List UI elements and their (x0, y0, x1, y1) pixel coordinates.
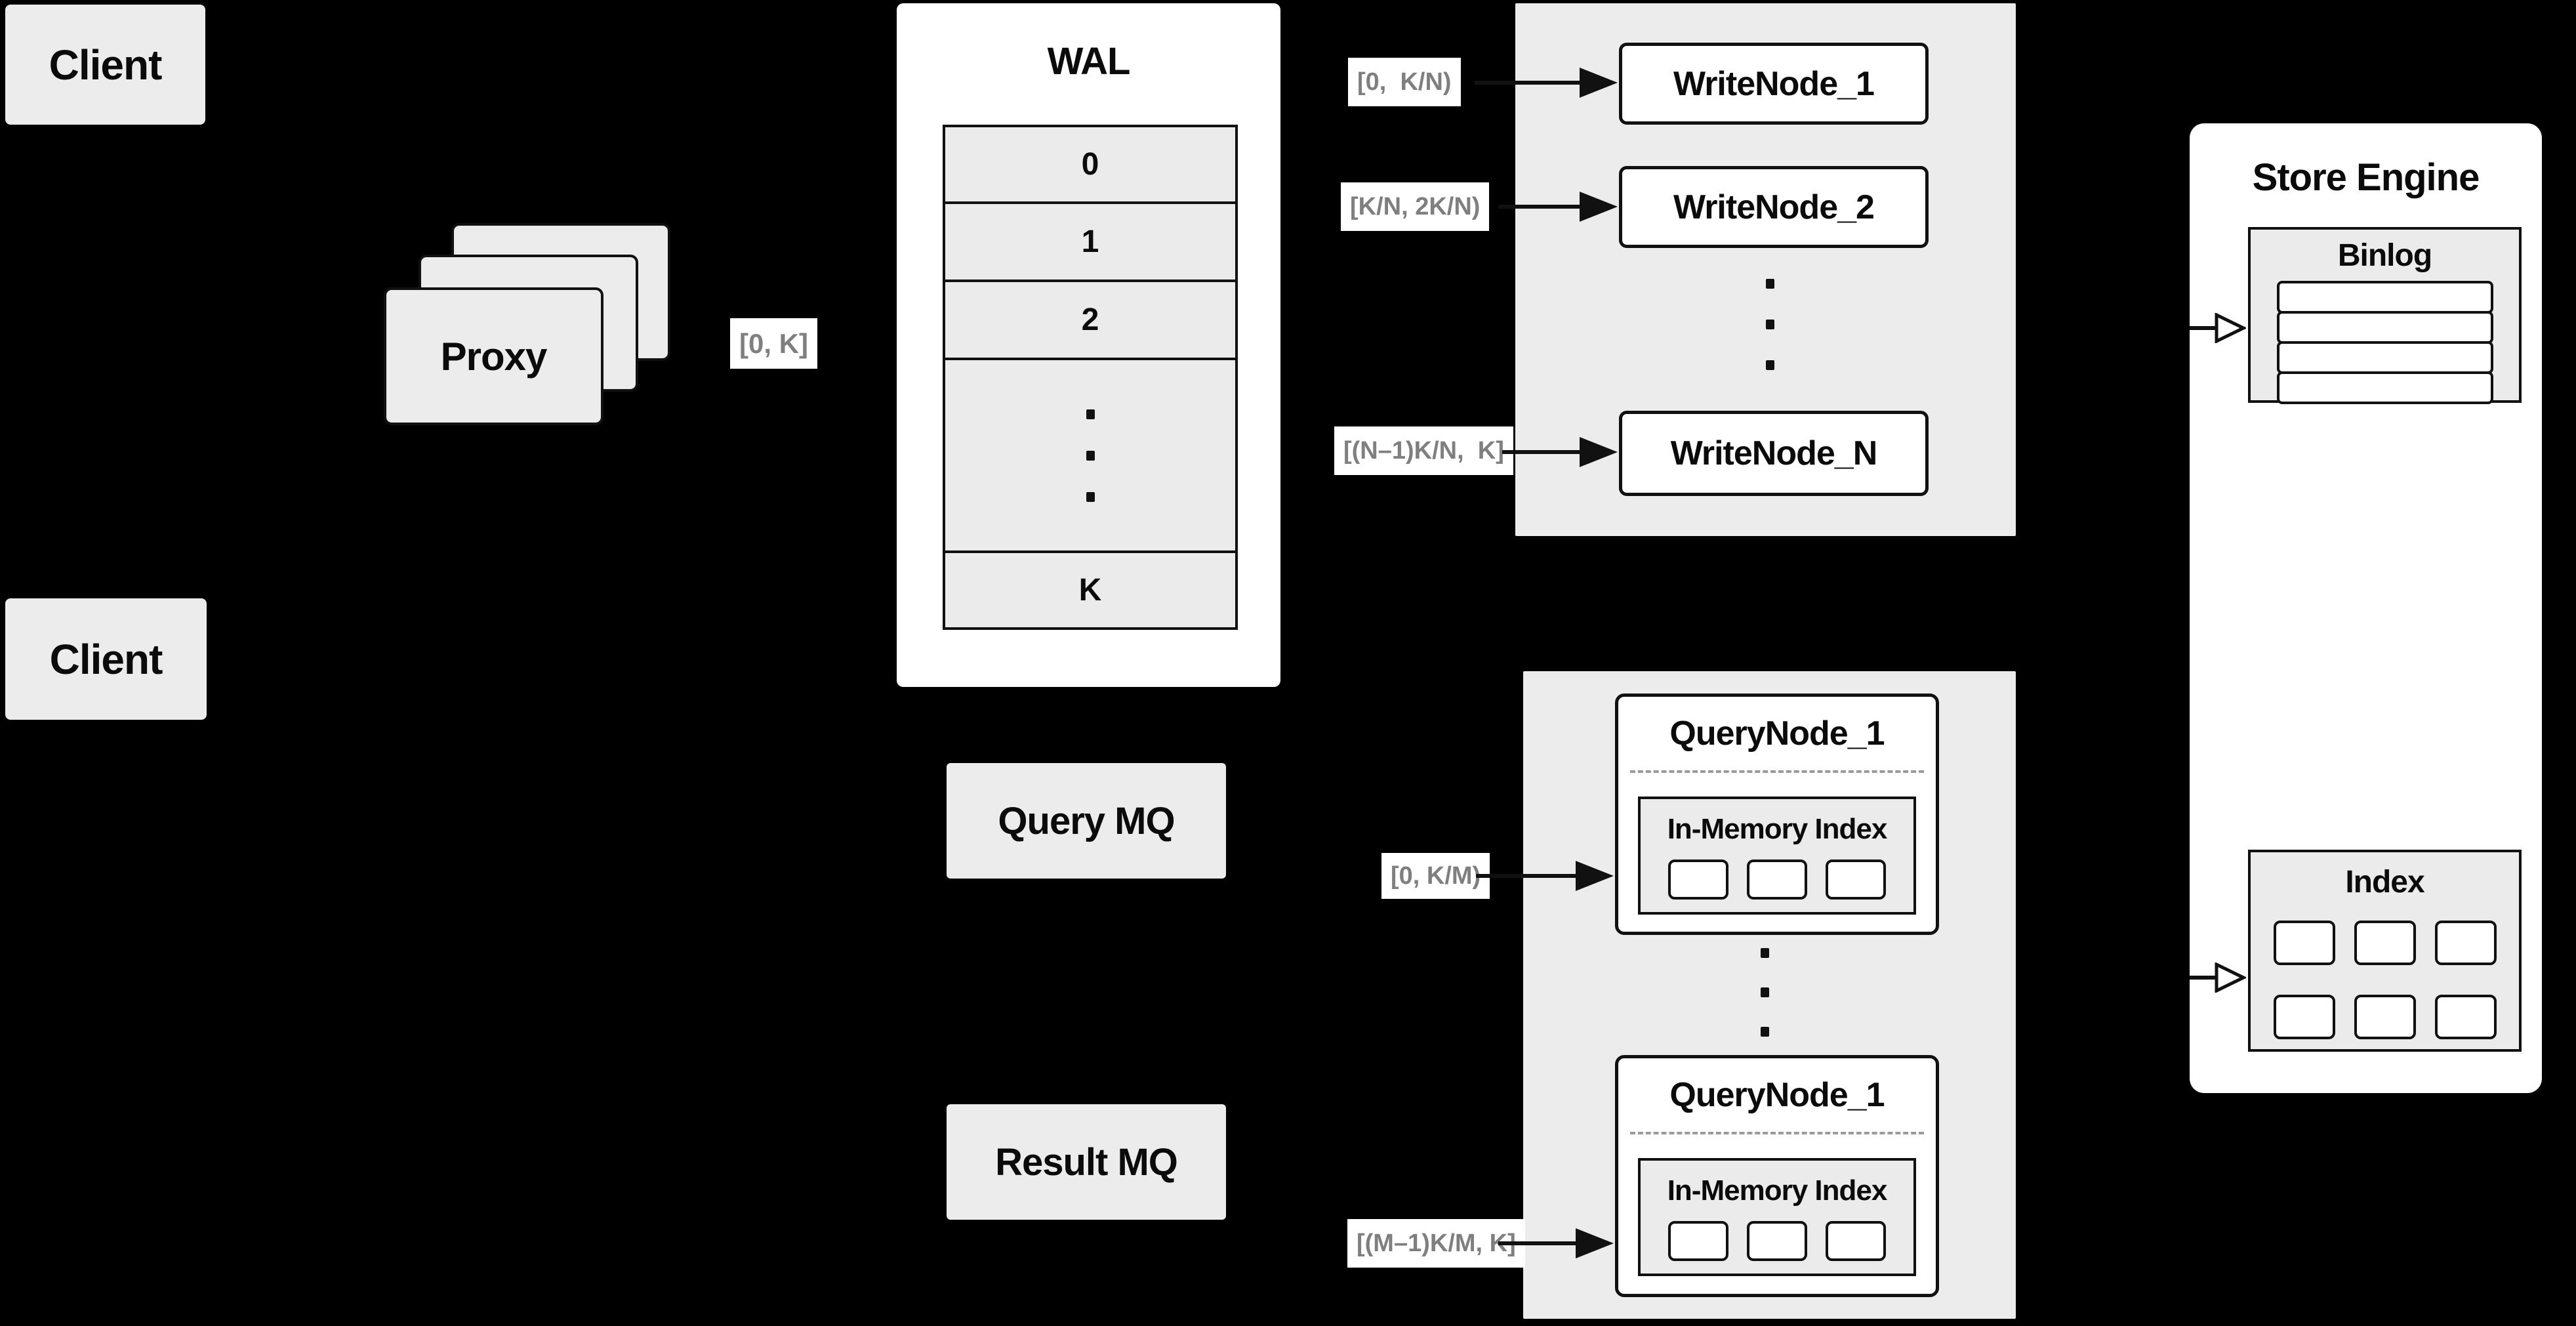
client-bottom-box: Client (5, 598, 207, 720)
query-node-2-segments (1641, 1221, 1913, 1261)
arrow-to-query-node-2 (1498, 1241, 1578, 1245)
query-node-1-memory-box: In-Memory Index (1638, 797, 1916, 915)
query-range-2-chip: [(M–1)K/M, K] (1347, 1219, 1525, 1268)
proxy-label: Proxy (440, 334, 548, 379)
hollow-arrowhead-index (2215, 963, 2246, 993)
write-range-1-chip: [0, K/N) (1348, 58, 1461, 106)
write-node-1-box: WriteNode_1 (1619, 43, 1929, 125)
write-node-2-label: WriteNode_2 (1673, 188, 1875, 226)
segment-cell (1747, 860, 1807, 900)
query-mq-label: Query MQ (998, 799, 1175, 842)
index-cell (2354, 921, 2416, 965)
index-cell (2273, 921, 2335, 965)
wal-row-ellipsis (945, 358, 1235, 550)
wal-panel: WAL 0 1 2 K (897, 3, 1280, 687)
result-mq-box: Result MQ (947, 1104, 1226, 1220)
wal-table: 0 1 2 K (943, 125, 1238, 630)
wal-row-1: 1 (945, 201, 1235, 280)
index-cells-row-1 (2251, 921, 2519, 965)
index-cell (2434, 995, 2497, 1039)
binlog-row (2276, 311, 2493, 344)
query-range-1-chip: [0, K/M) (1381, 853, 1490, 899)
query-node-2-title: QueryNode_1 (1669, 1076, 1885, 1114)
arrowhead-query-node-2 (1576, 1228, 1614, 1258)
index-cell (2273, 995, 2335, 1039)
query-node-1-box: QueryNode_1 In-Memory Index (1615, 694, 1939, 935)
wal-row-k: K (945, 550, 1235, 627)
wal-row-2: 2 (945, 280, 1235, 358)
hollow-arrowhead-binlog (2215, 313, 2246, 343)
query-node-1-title: QueryNode_1 (1669, 715, 1885, 753)
segment-cell (1668, 860, 1728, 900)
query-node-1-segments (1641, 860, 1913, 900)
binlog-title: Binlog (2337, 238, 2432, 273)
index-cells-row-2 (2251, 995, 2519, 1039)
write-range-n-chip: [(N–1)K/N, K] (1334, 426, 1513, 475)
segment-cell (1826, 1221, 1886, 1261)
result-mq-label: Result MQ (995, 1140, 1178, 1184)
query-node-1-memory-title: In-Memory Index (1667, 813, 1888, 845)
arrow-to-write-node-n (1502, 450, 1582, 454)
query-node-2-divider (1630, 1132, 1924, 1134)
index-box: Index (2248, 850, 2522, 1052)
index-cell (2354, 995, 2416, 1039)
arrowhead-write-node-1 (1580, 68, 1618, 98)
arrow-to-write-node-2 (1498, 205, 1582, 209)
index-title: Index (2345, 864, 2424, 900)
arrow-to-binlog (2190, 326, 2217, 330)
arrow-to-write-node-1 (1475, 81, 1582, 85)
vertical-ellipsis-icon (1761, 948, 1769, 1037)
query-node-2-memory-box: In-Memory Index (1638, 1158, 1916, 1276)
write-node-n-box: WriteNode_N (1619, 411, 1929, 496)
client-bottom-label: Client (49, 635, 163, 683)
binlog-row (2276, 341, 2493, 374)
client-top-label: Client (49, 41, 163, 89)
write-node-n-label: WriteNode_N (1670, 434, 1878, 472)
arrow-to-index (2190, 976, 2217, 980)
binlog-box: Binlog (2248, 227, 2522, 404)
vertical-ellipsis-icon (1086, 409, 1095, 502)
arrowhead-write-node-n (1580, 437, 1618, 467)
arrow-to-query-node-1 (1476, 874, 1578, 878)
segment-cell (1826, 860, 1886, 900)
store-engine-panel: Store Engine Binlog Index (2190, 123, 2542, 1093)
index-cell (2434, 921, 2497, 965)
binlog-row (2276, 281, 2493, 314)
proxy-range-chip: [0, K] (730, 318, 817, 369)
query-mq-box: Query MQ (947, 763, 1226, 879)
query-node-1-divider (1630, 770, 1924, 773)
binlog-row (2276, 371, 2493, 404)
write-range-2-chip: [K/N, 2K/N) (1341, 182, 1490, 231)
write-node-2-box: WriteNode_2 (1619, 166, 1929, 248)
segment-cell (1668, 1221, 1728, 1261)
vertical-ellipsis-icon (1766, 279, 1774, 370)
arrowhead-write-node-2 (1580, 192, 1618, 222)
query-node-2-memory-title: In-Memory Index (1667, 1174, 1888, 1207)
client-top-box: Client (5, 5, 205, 125)
arrowhead-query-node-1 (1576, 861, 1614, 891)
wal-title: WAL (1047, 39, 1131, 83)
store-engine-title: Store Engine (2252, 155, 2480, 199)
query-node-2-box: QueryNode_1 In-Memory Index (1615, 1055, 1939, 1297)
wal-row-0: 0 (1081, 147, 1099, 182)
write-node-1-label: WriteNode_1 (1673, 64, 1875, 103)
proxy-card-front: Proxy (384, 287, 603, 425)
segment-cell (1747, 1221, 1807, 1261)
binlog-rows (2251, 281, 2519, 404)
